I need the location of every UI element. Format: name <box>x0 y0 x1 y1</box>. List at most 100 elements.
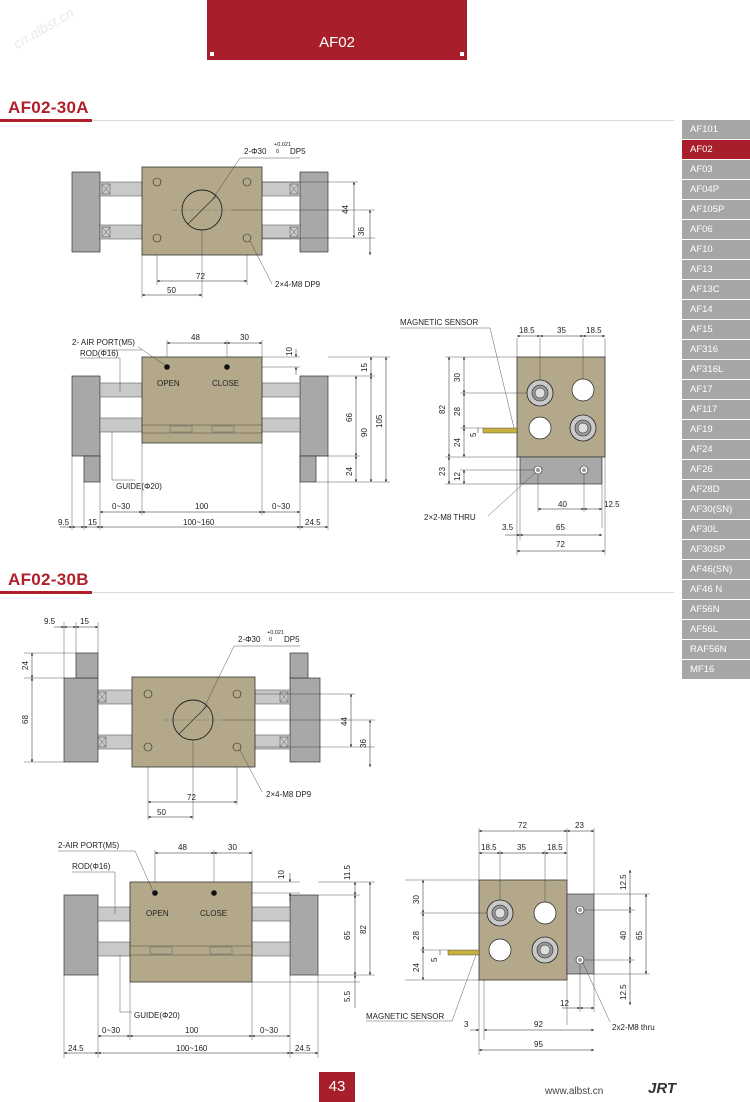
dim-b-side-95: 95 <box>534 1040 543 1049</box>
dim-b-front-11-5: 11.5 <box>343 864 352 880</box>
magnetic-label-b: MAGNETIC SENSOR <box>366 1012 444 1021</box>
bore-tol-a: +0.021 <box>274 142 291 148</box>
dim-a-side-18-5-right: 18.5 <box>586 326 602 335</box>
dim-b-front-24-5-right: 24.5 <box>295 1044 311 1053</box>
dim-a-side-23: 23 <box>438 467 447 476</box>
thru-label-b: 2x2-M8 thru <box>612 1023 655 1032</box>
brand-logo: JRT <box>648 1080 677 1097</box>
dim-b-side-23: 23 <box>575 821 584 830</box>
dim-a-side-24: 24 <box>453 438 462 447</box>
dim-b-top-50: 50 <box>157 808 166 817</box>
sidebar-item[interactable]: AF46 N <box>682 580 750 600</box>
a-top-view: 72 50 44 36 2-Φ30 +0.021 0 DP5 2×4-M8 DP… <box>71 142 375 298</box>
dim-b-top-68: 68 <box>21 715 30 724</box>
sidebar-item[interactable]: AF13C <box>682 280 750 300</box>
sidebar-item[interactable]: AF28D <box>682 480 750 500</box>
dim-b-front-82: 82 <box>359 925 368 934</box>
dim-a-side-28: 28 <box>453 407 462 416</box>
sidebar-item[interactable]: AF117 <box>682 400 750 420</box>
dim-a-front-24: 24 <box>345 467 354 476</box>
sidebar-item[interactable]: AF30L <box>682 520 750 540</box>
magnetic-label-a: MAGNETIC SENSOR <box>400 318 478 327</box>
dim-b-side-5: 5 <box>430 957 439 962</box>
sidebar-item[interactable]: AF26 <box>682 460 750 480</box>
close-port-label-b: CLOSE <box>200 909 227 918</box>
dim-b-side-12-5-bottom: 12.5 <box>619 984 628 1000</box>
sidebar-item[interactable]: AF30(SN) <box>682 500 750 520</box>
sidebar-item[interactable]: AF13 <box>682 260 750 280</box>
footer-url[interactable]: www.albst.cn <box>545 1086 604 1097</box>
sidebar-item[interactable]: AF56N <box>682 600 750 620</box>
dim-b-front-30: 30 <box>228 843 237 852</box>
dim-b-top-24: 24 <box>21 661 30 670</box>
open-port-label-a: OPEN <box>157 379 180 388</box>
dim-a-side-12-5: 12.5 <box>604 500 620 509</box>
dim-b-front-48: 48 <box>178 843 187 852</box>
dim-a-side-3-5: 3.5 <box>502 523 514 532</box>
dim-a-side-18-5-left: 18.5 <box>519 326 535 335</box>
sidebar-item[interactable]: AF46(SN) <box>682 560 750 580</box>
close-port-label-a: CLOSE <box>212 379 239 388</box>
dim-a-side-12: 12 <box>453 472 462 481</box>
model-sidebar: AF101 AF02 AF03 AF04P AF105P AF06 AF10 A… <box>682 120 750 680</box>
dim-a-front-9-5: 9.5 <box>58 518 70 527</box>
sidebar-item[interactable]: AF105P <box>682 200 750 220</box>
sidebar-item[interactable]: AF14 <box>682 300 750 320</box>
dim-a-side-82: 82 <box>438 405 447 414</box>
dim-b-front-0-30-left: 0~30 <box>102 1026 121 1035</box>
sidebar-item[interactable]: AF06 <box>682 220 750 240</box>
dim-b-side-40: 40 <box>619 931 628 940</box>
dim-b-top-15: 15 <box>80 617 89 626</box>
dim-a-front-100: 100 <box>195 502 209 511</box>
dim-b-side-65: 65 <box>635 931 644 940</box>
section-divider <box>92 592 674 593</box>
rod-label-a: ROD(Φ16) <box>80 349 119 358</box>
dim-b-side-28: 28 <box>412 931 421 940</box>
dim-b-side-92: 92 <box>534 1020 543 1029</box>
dim-b-front-24-5-left: 24.5 <box>68 1044 84 1053</box>
dim-b-side-35: 35 <box>517 843 526 852</box>
dim-b-side-12-5-top: 12.5 <box>619 874 628 890</box>
dim-b-side-72: 72 <box>518 821 527 830</box>
sidebar-item[interactable]: AF15 <box>682 320 750 340</box>
bore-tol-b: +0.021 <box>267 630 284 636</box>
sidebar-item[interactable]: AF30SP <box>682 540 750 560</box>
sidebar-item[interactable]: AF101 <box>682 120 750 140</box>
dim-b-side-3: 3 <box>464 1020 469 1029</box>
dim-a-front-15-bottom: 15 <box>88 518 97 527</box>
header-model: AF02 <box>319 34 355 51</box>
dim-a-side-35: 35 <box>557 326 566 335</box>
bore-tol-low-a: 0 <box>276 149 279 155</box>
sidebar-item[interactable]: RAF56N <box>682 640 750 660</box>
dim-b-top-72: 72 <box>187 793 196 802</box>
dim-b-front-100-160: 100~160 <box>176 1044 208 1053</box>
sidebar-item[interactable]: AF316L <box>682 360 750 380</box>
dim-a-top-50: 50 <box>167 286 176 295</box>
section-title-a: AF02-30A <box>8 98 89 117</box>
a-front-view: OPEN CLOSE 48 30 2- AIR PORT(M5) ROD(Φ16… <box>58 333 390 530</box>
sidebar-item[interactable]: AF10 <box>682 240 750 260</box>
sidebar-item-active[interactable]: AF02 <box>682 140 750 160</box>
sidebar-item[interactable]: AF17 <box>682 380 750 400</box>
screw-label-b: 2×4-M8 DP9 <box>266 790 312 799</box>
sidebar-item[interactable]: AF56L <box>682 620 750 640</box>
sidebar-item[interactable]: AF24 <box>682 440 750 460</box>
section-rule <box>0 119 92 122</box>
air-port-label-b: 2-AIR PORT(M5) <box>58 841 120 850</box>
dim-a-front-90: 90 <box>360 428 369 437</box>
sidebar-item[interactable]: AF03 <box>682 160 750 180</box>
dim-b-side-18-5-left: 18.5 <box>481 843 497 852</box>
sidebar-item[interactable]: MF16 <box>682 660 750 680</box>
sidebar-item[interactable]: AF04P <box>682 180 750 200</box>
sidebar-item[interactable]: AF19 <box>682 420 750 440</box>
bore-tol-low-b: 0 <box>269 637 272 643</box>
dim-a-front-10: 10 <box>285 347 294 356</box>
b-front-view: OPEN CLOSE 48 30 2-AIR PORT(M5) ROD(Φ16)… <box>58 841 375 1058</box>
dim-a-front-100-160: 100~160 <box>183 518 215 527</box>
section-rule <box>0 591 92 594</box>
dim-a-top-44: 44 <box>341 205 350 214</box>
sidebar-item[interactable]: AF316 <box>682 340 750 360</box>
dim-a-side-30: 30 <box>453 373 462 382</box>
air-port-label-a: 2- AIR PORT(M5) <box>72 338 135 347</box>
